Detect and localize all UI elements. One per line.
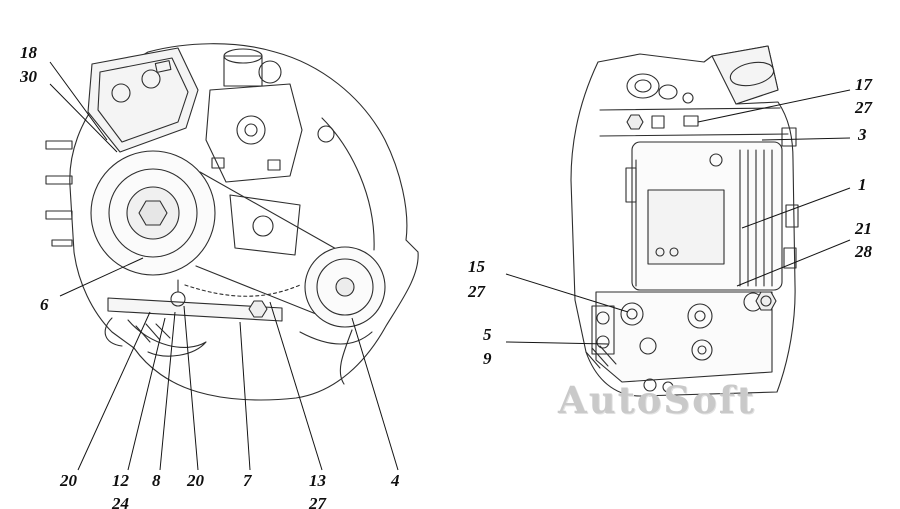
callout-27-a: 27 xyxy=(309,494,326,509)
callout-4: 4 xyxy=(391,471,400,490)
right-view-drawing xyxy=(570,45,799,397)
callout-20-a: 20 xyxy=(60,471,77,490)
callout-18: 18 xyxy=(20,43,37,62)
callout-12: 12 xyxy=(112,471,129,490)
leader-lines xyxy=(49,61,851,471)
callout-30: 30 xyxy=(20,67,37,86)
callout-13: 13 xyxy=(309,471,326,490)
callout-27-c: 27 xyxy=(468,282,485,301)
callout-8: 8 xyxy=(152,471,161,490)
callout-5: 5 xyxy=(483,325,492,344)
left-view-drawing xyxy=(45,43,419,401)
callout-3: 3 xyxy=(858,125,867,144)
callout-9: 9 xyxy=(483,349,492,368)
watermark-text: AutoSoft xyxy=(558,378,756,422)
callout-24: 24 xyxy=(112,494,129,509)
callout-21: 21 xyxy=(855,219,872,238)
callout-27-b: 27 xyxy=(855,98,872,117)
callout-28: 28 xyxy=(855,242,872,261)
callout-20-b: 20 xyxy=(187,471,204,490)
callout-15: 15 xyxy=(468,257,485,276)
callout-17: 17 xyxy=(855,75,872,94)
callout-1: 1 xyxy=(858,175,867,194)
callout-7: 7 xyxy=(243,471,252,490)
callout-6: 6 xyxy=(40,295,49,314)
